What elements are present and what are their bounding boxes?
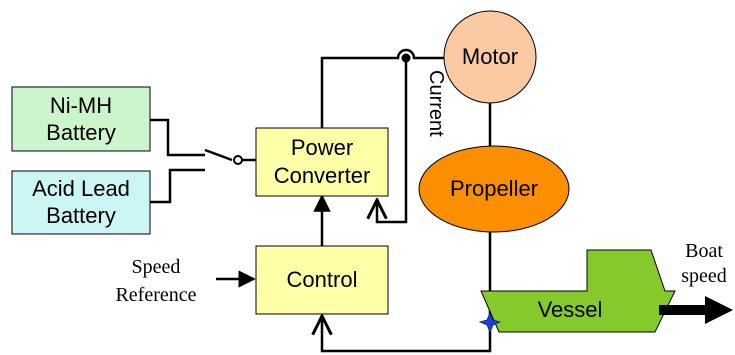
current-sense-node (401, 53, 411, 63)
acid-lead-battery-label-line2: Battery (46, 203, 116, 228)
vessel-hull-shape (480, 249, 676, 333)
boat-speed-output-arrow (659, 296, 733, 324)
nimh-battery-label-line2: Battery (46, 120, 116, 145)
motor-circle (443, 10, 537, 104)
motor-label: Motor (462, 44, 518, 69)
acid-lead-battery-box (11, 170, 151, 235)
nimh-battery-block: Ni-MH Battery (11, 86, 151, 152)
junction-star-icon (478, 311, 502, 334)
power-converter-block: Power Converter (255, 127, 389, 197)
nimh-battery-label-line1: Ni-MH (50, 93, 112, 118)
power-converter-box (255, 127, 389, 197)
power-converter-label-line1: Power (291, 135, 353, 160)
vessel-label: Vessel (538, 297, 603, 322)
propeller-block: Propeller (418, 145, 570, 233)
battery-selector-switch (204, 148, 233, 162)
propeller-label: Propeller (450, 176, 538, 201)
acid-lead-battery-label-line1: Acid Lead (32, 176, 130, 201)
boat-speed-feedback-wire (322, 316, 492, 353)
power-converter-label-line2: Converter (274, 163, 371, 188)
speed-reference-label-line1: Speed (132, 256, 181, 278)
current-signal-label: Current (425, 70, 447, 137)
switch-pivot-terminal (233, 155, 243, 165)
acid-lead-battery-block: Acid Lead Battery (11, 170, 151, 235)
control-box (255, 245, 389, 315)
nimh-battery-box (11, 86, 151, 152)
motor-block: Motor (443, 10, 537, 104)
nimh-to-switch-wire (150, 118, 205, 157)
boat-speed-label-line2: speed (681, 265, 727, 287)
control-label: Control (287, 267, 358, 292)
converter-to-motor-wire (320, 48, 444, 128)
boat-speed-label-line1: Boat (685, 240, 723, 262)
acid-to-switch-wire (150, 168, 205, 204)
vessel-block: Vessel (480, 249, 676, 333)
control-block: Control (255, 245, 389, 315)
propeller-ellipse (418, 145, 570, 233)
speed-reference-label-line2: Reference (115, 284, 196, 306)
current-sensor-wire (377, 58, 408, 224)
